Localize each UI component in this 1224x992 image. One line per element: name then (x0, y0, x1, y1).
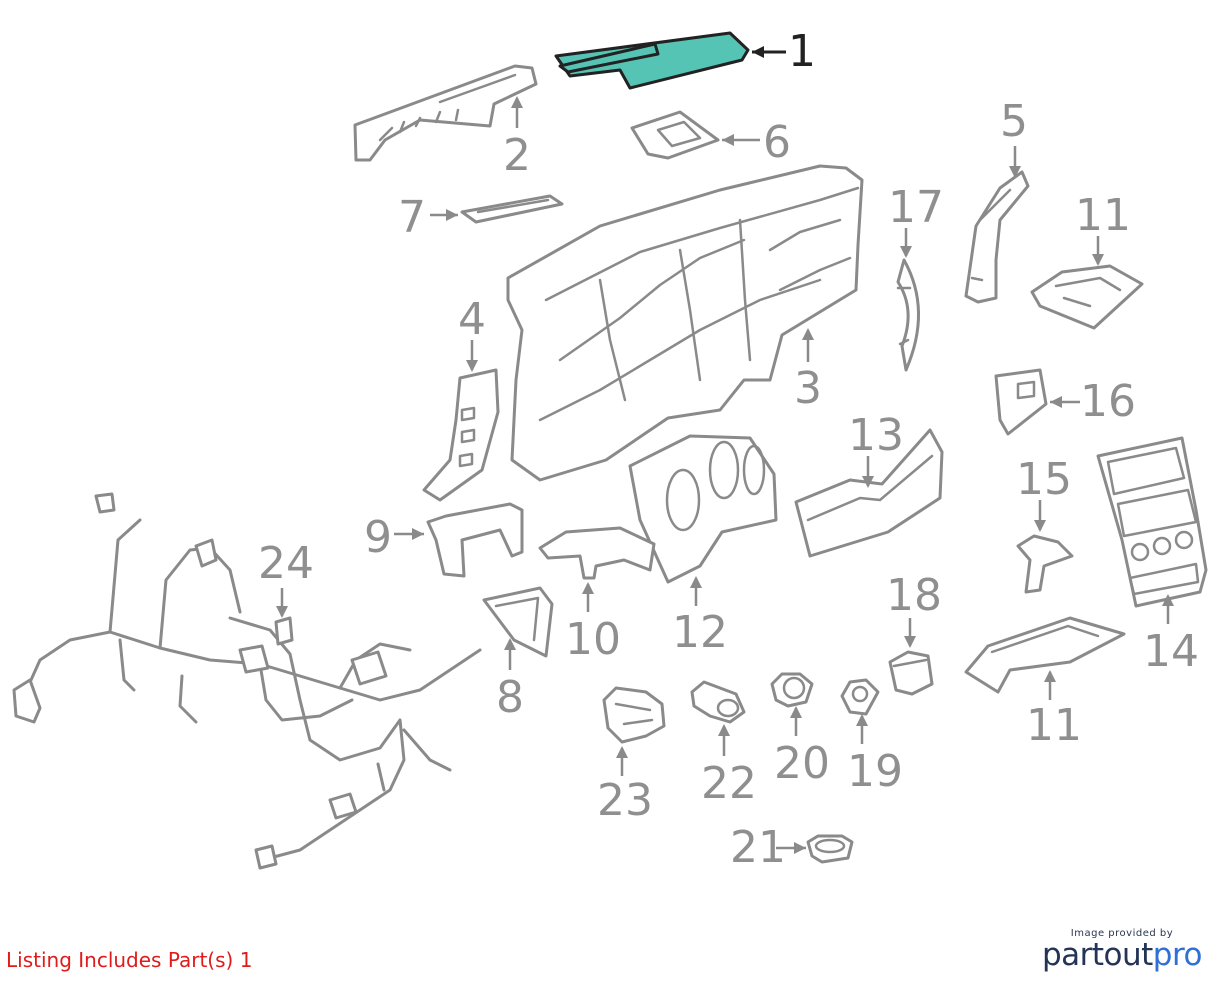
part-10[interactable] (538, 526, 656, 580)
part-17[interactable] (896, 258, 920, 372)
callout-1[interactable]: 1 (788, 26, 816, 77)
part-9[interactable] (426, 502, 524, 578)
part-6[interactable] (630, 110, 720, 160)
callout-21[interactable]: 21 (730, 822, 786, 873)
logo-pro: pro (1152, 937, 1203, 973)
part-11-upper[interactable] (1030, 264, 1144, 330)
callout-18[interactable]: 18 (886, 570, 942, 621)
part-1-highlighted[interactable] (554, 31, 750, 90)
callout-17[interactable]: 17 (888, 182, 944, 233)
part-7[interactable] (460, 194, 564, 224)
part-13[interactable] (794, 428, 944, 558)
part-3[interactable] (506, 164, 864, 482)
part-24-wiring-harness[interactable] (12, 492, 482, 870)
callout-23[interactable]: 23 (597, 775, 653, 826)
callout-20[interactable]: 20 (774, 738, 830, 789)
callout-11a[interactable]: 11 (1075, 190, 1131, 241)
part-23[interactable] (602, 686, 666, 744)
part-14[interactable] (1096, 436, 1208, 608)
callout-14[interactable]: 14 (1143, 626, 1199, 677)
logo-caption: Image provided by (1070, 928, 1174, 939)
part-15[interactable] (1016, 534, 1074, 594)
callout-3[interactable]: 3 (794, 363, 822, 414)
callout-12[interactable]: 12 (672, 607, 728, 658)
callout-15[interactable]: 15 (1016, 454, 1072, 505)
callout-24[interactable]: 24 (258, 538, 314, 589)
callout-9[interactable]: 9 (364, 512, 392, 563)
part-16[interactable] (994, 368, 1048, 436)
callout-7[interactable]: 7 (398, 192, 426, 243)
logo-wordmark: partoutpro (1041, 937, 1203, 973)
part-5[interactable] (964, 170, 1030, 304)
callout-6[interactable]: 6 (763, 117, 791, 168)
part-4[interactable] (422, 368, 500, 502)
part-2[interactable] (353, 64, 538, 162)
part-8[interactable] (482, 586, 554, 658)
callout-13[interactable]: 13 (848, 410, 904, 461)
callout-2[interactable]: 2 (503, 130, 531, 181)
part-21[interactable] (806, 834, 854, 864)
leader-arrowheads (276, 96, 1174, 854)
part-20[interactable] (770, 672, 814, 708)
callout-4[interactable]: 4 (458, 294, 486, 345)
part-18[interactable] (888, 650, 934, 696)
part-22[interactable] (690, 680, 746, 724)
callout-8[interactable]: 8 (496, 672, 524, 723)
callout-22[interactable]: 22 (701, 758, 757, 809)
callout-16[interactable]: 16 (1080, 376, 1136, 427)
part-12[interactable] (628, 434, 778, 584)
listing-includes-text: Listing Includes Part(s) 1 (6, 948, 253, 972)
callout-10[interactable]: 10 (565, 614, 621, 665)
part-11-lower[interactable] (964, 616, 1126, 694)
logo-part: partout (1041, 937, 1153, 973)
callout-11b[interactable]: 11 (1026, 700, 1082, 751)
part-19[interactable] (840, 678, 880, 716)
partoutpro-logo: Image provided by partoutpro (1041, 928, 1203, 973)
callout-19[interactable]: 19 (847, 746, 903, 797)
arrow-1 (752, 46, 764, 58)
callout-5[interactable]: 5 (1000, 96, 1028, 147)
